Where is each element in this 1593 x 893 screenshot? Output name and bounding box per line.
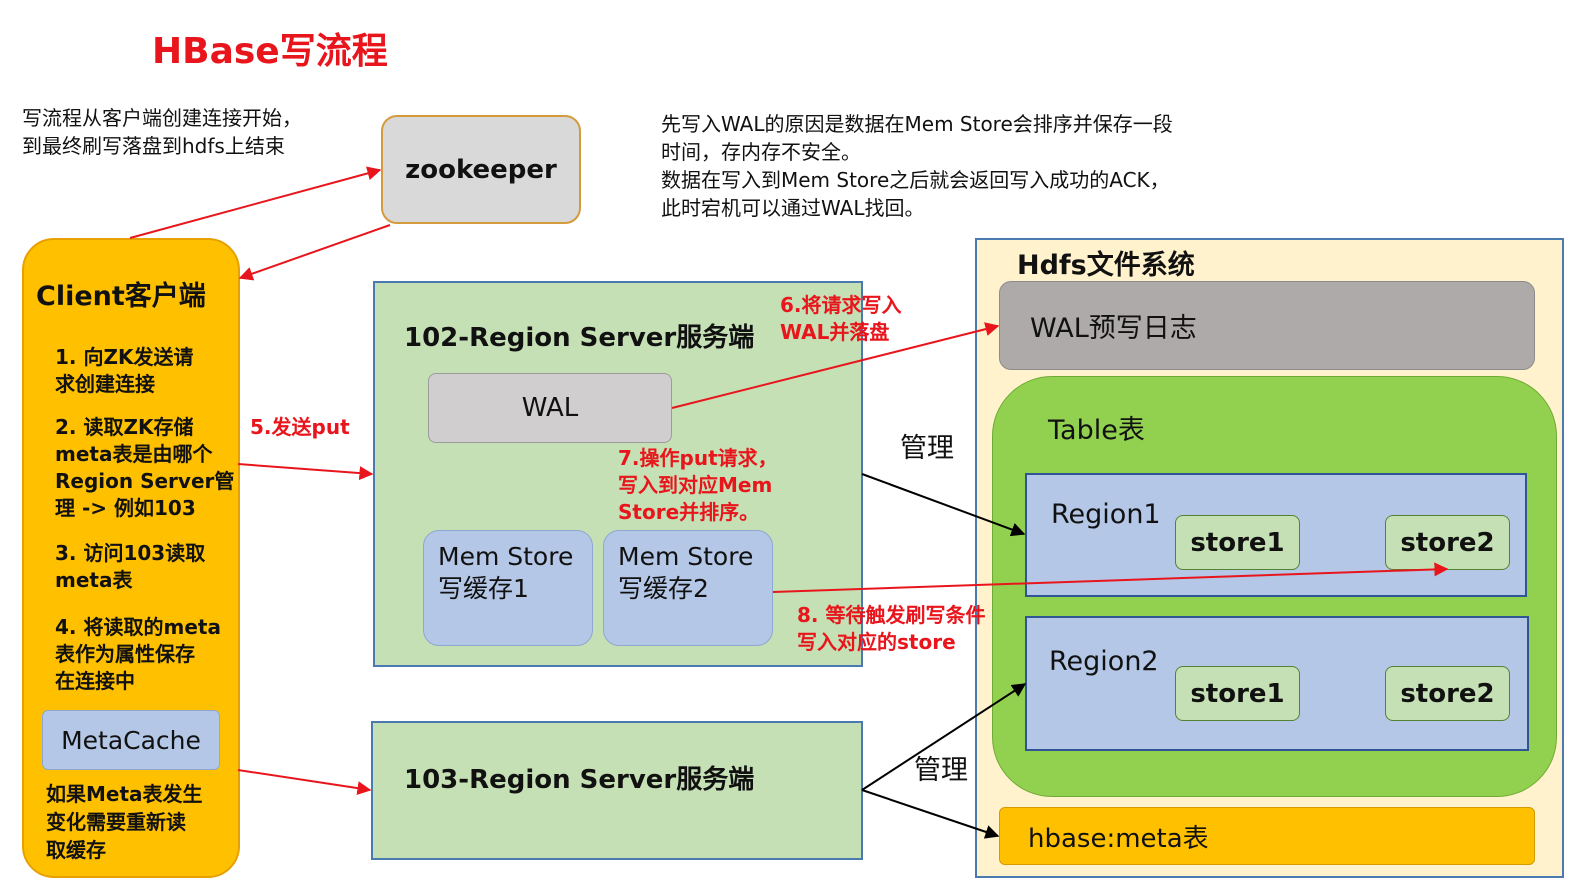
store-label: store1: [1190, 678, 1285, 709]
step-line: 理 -> 例如103: [55, 496, 196, 520]
wal-reason-note: 先写入WAL的原因是数据在Mem Store会排序并保存一段 时间，存内存不安全…: [661, 110, 1173, 222]
label-line: Store并排序。: [618, 500, 760, 524]
page-title: HBase写流程: [152, 31, 388, 72]
step-line: 3. 访问103读取: [55, 541, 206, 565]
step-line: meta表是由哪个: [55, 442, 213, 466]
label-manage-1: 管理: [900, 433, 954, 464]
memstore-2: Mem Store 写缓存2: [603, 530, 773, 646]
memstore-sublabel: 写缓存2: [618, 574, 709, 603]
arrow-client-to-rs103: [237, 769, 372, 796]
rs103-title: 103-Region Server服务端: [404, 765, 755, 795]
label-send-put: 5.发送put: [250, 415, 350, 439]
wal-note-line: 此时宕机可以通过WAL找回。: [661, 196, 925, 220]
metacache-box: MetaCache: [42, 710, 220, 770]
step-line: 2. 读取ZK存储: [55, 415, 194, 439]
step-line: 4. 将读取的meta: [55, 615, 221, 639]
label-line: 6.将请求写入: [780, 293, 902, 317]
arrow-zk-to-client: [238, 224, 391, 281]
note-line: 如果Meta表发生: [46, 782, 203, 806]
step-line: 表作为属性保存: [55, 642, 195, 666]
region2-store1: store1: [1175, 666, 1300, 721]
intro-note: 写流程从客户端创建连接开始， 到最终刷写落盘到hdfs上结束: [22, 104, 302, 160]
client-step-4: 4. 将读取的meta 表作为属性保存 在连接中: [55, 614, 240, 695]
step-line: 在连接中: [55, 669, 135, 693]
step-line: meta表: [55, 568, 133, 592]
wal-label: WAL: [521, 393, 579, 423]
label-manage-2: 管理: [914, 755, 968, 786]
store-label: store2: [1400, 678, 1495, 709]
region2-store2: store2: [1385, 666, 1510, 721]
table-title: Table表: [1048, 415, 1145, 446]
note-line: 变化需要重新读: [46, 810, 186, 834]
arrow-client-to-zk: [129, 166, 382, 239]
client-step-1: 1. 向ZK发送请 求创建连接: [55, 344, 240, 398]
arrow-client-to-rs102: [237, 463, 374, 481]
label-write-wal: 6.将请求写入 WAL并落盘: [780, 292, 902, 346]
region1-store1: store1: [1175, 515, 1300, 570]
label-line: 8. 等待触发刷写条件: [797, 603, 986, 627]
client-title: Client客户端: [36, 281, 206, 312]
label-line: 写入对应的store: [797, 630, 956, 654]
memstore-label: Mem Store: [438, 542, 574, 571]
client-step-3: 3. 访问103读取 meta表: [55, 540, 240, 594]
wal-log-label: WAL预写日志: [1030, 313, 1197, 344]
wal-box: WAL: [428, 373, 672, 443]
label-operate-put: 7.操作put请求， 写入到对应Mem Store并排序。: [618, 445, 778, 526]
step-line: 求创建连接: [55, 372, 155, 396]
wal-note-line: 数据在写入到Mem Store之后就会返回写入成功的ACK，: [661, 168, 1170, 192]
memstore-1: Mem Store 写缓存1: [423, 530, 593, 646]
rs102-title: 102-Region Server服务端: [404, 323, 755, 353]
store-label: store1: [1190, 527, 1285, 558]
intro-note-line: 写流程从客户端创建连接开始，: [22, 106, 302, 130]
label-line: 写入到对应Mem: [618, 473, 773, 497]
metacache-label: MetaCache: [61, 725, 201, 755]
region-server-103: 103-Region Server服务端: [371, 721, 863, 860]
client-node: Client客户端 1. 向ZK发送请 求创建连接 2. 读取ZK存储 meta…: [22, 238, 240, 878]
label-line: 7.操作put请求，: [618, 446, 778, 470]
wal-log-box: WAL预写日志: [999, 281, 1535, 370]
step-line: Region Server管: [55, 469, 235, 493]
client-step-2: 2. 读取ZK存储 meta表是由哪个 Region Server管 理 -> …: [55, 414, 240, 522]
region2-label: Region2: [1049, 646, 1159, 677]
region1-label: Region1: [1051, 499, 1161, 530]
intro-note-line: 到最终刷写落盘到hdfs上结束: [22, 134, 285, 158]
label-flush: 8. 等待触发刷写条件 写入对应的store: [797, 602, 985, 656]
step-line: 1. 向ZK发送请: [55, 345, 194, 369]
note-line: 取缓存: [46, 838, 106, 862]
wal-note-line: 先写入WAL的原因是数据在Mem Store会排序并保存一段: [661, 112, 1173, 136]
client-meta-note: 如果Meta表发生 变化需要重新读 取缓存: [46, 780, 236, 864]
hbase-meta-table: hbase:meta表: [999, 807, 1535, 865]
wal-note-line: 时间，存内存不安全。: [661, 140, 861, 164]
zookeeper-node: zookeeper: [381, 115, 581, 224]
hdfs-title: Hdfs文件系统: [1017, 250, 1195, 281]
store-label: store2: [1400, 527, 1495, 558]
zookeeper-label: zookeeper: [405, 154, 557, 185]
memstore-label: Mem Store: [618, 542, 754, 571]
region1-store2: store2: [1385, 515, 1510, 570]
meta-table-label: hbase:meta表: [1028, 823, 1209, 854]
label-line: WAL并落盘: [780, 320, 890, 344]
memstore-sublabel: 写缓存1: [438, 574, 529, 603]
